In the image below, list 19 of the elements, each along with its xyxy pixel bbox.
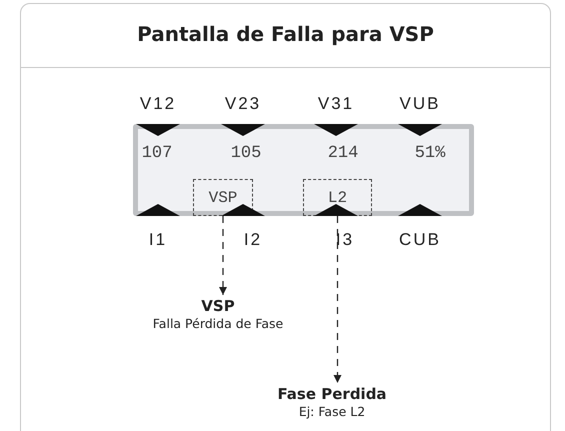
channel-label: VUB xyxy=(400,94,440,114)
annotation-text: Falla Pérdida de Fase xyxy=(152,315,284,333)
reading-value: 214 xyxy=(328,144,358,163)
reading-value: 107 xyxy=(142,144,172,163)
dashed-arrow xyxy=(219,216,227,295)
title: Pantalla de Falla para VSP xyxy=(136,22,435,46)
channel-label: I1 xyxy=(148,230,168,250)
channel-label: V12 xyxy=(140,94,176,114)
channel-label: CUB xyxy=(399,230,441,250)
reading-value: 51% xyxy=(414,144,446,163)
annotation-text: Ej: Fase L2 xyxy=(298,403,366,421)
channel-label: V23 xyxy=(224,94,262,114)
channel-label: V31 xyxy=(318,94,354,114)
dashed-arrow xyxy=(334,216,342,383)
display-panel xyxy=(133,124,474,216)
reading-value: 105 xyxy=(230,144,262,163)
channel-label: I2 xyxy=(244,230,262,250)
annotation-heading: Fase Perdida xyxy=(277,385,387,403)
annotation-heading: VSP xyxy=(200,297,236,315)
